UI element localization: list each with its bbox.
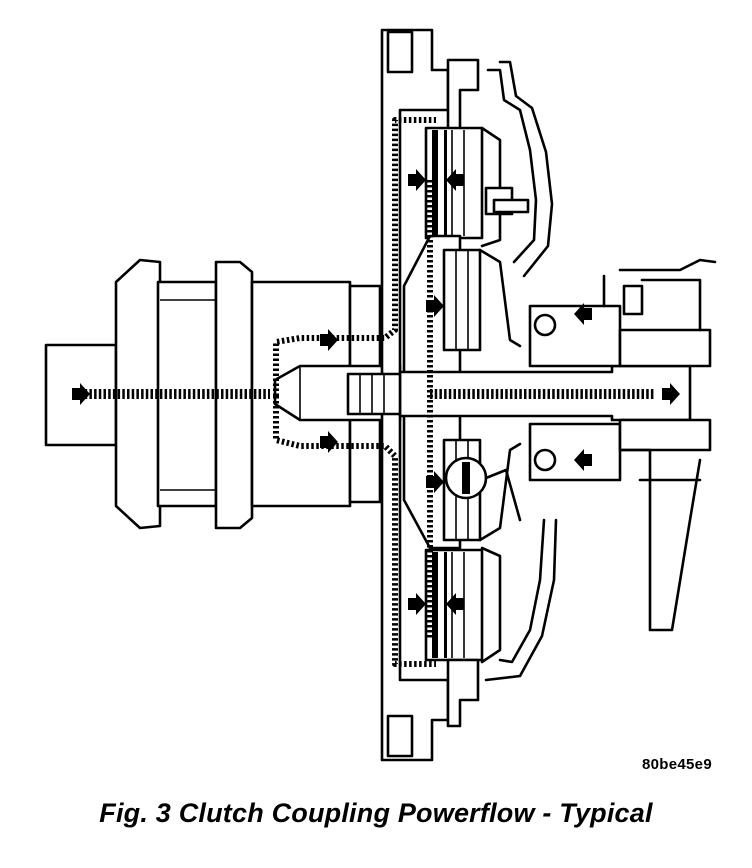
figure-caption: Fig. 3 Clutch Coupling Powerflow - Typic… <box>99 798 653 828</box>
figure-id: 80be45e9 <box>642 756 712 773</box>
powerflow-arrows <box>72 169 680 615</box>
powerflow-arrow-icon <box>426 295 444 317</box>
powerflow-arrow-icon <box>446 169 464 191</box>
powerflow-arrow-icon <box>574 303 592 325</box>
flywheel-housing <box>380 28 450 762</box>
powerflow-arrow-icon <box>408 169 426 191</box>
upper-clutch-pack <box>424 58 554 278</box>
powerflow-arrow-icon <box>426 471 444 493</box>
powerflow-arrow-icon <box>320 431 338 453</box>
powerflow-arrow-icon <box>72 383 90 405</box>
powerflow-arrow-icon <box>574 449 592 471</box>
powerflow-arrow-icon <box>320 329 338 351</box>
release-bearing-assembly <box>528 258 717 632</box>
powerflow-arrow-icon <box>662 383 680 405</box>
powerflow-arrow-icon <box>446 593 464 615</box>
powerflow-path <box>80 117 655 667</box>
powerflow-arrow-icon <box>408 593 426 615</box>
